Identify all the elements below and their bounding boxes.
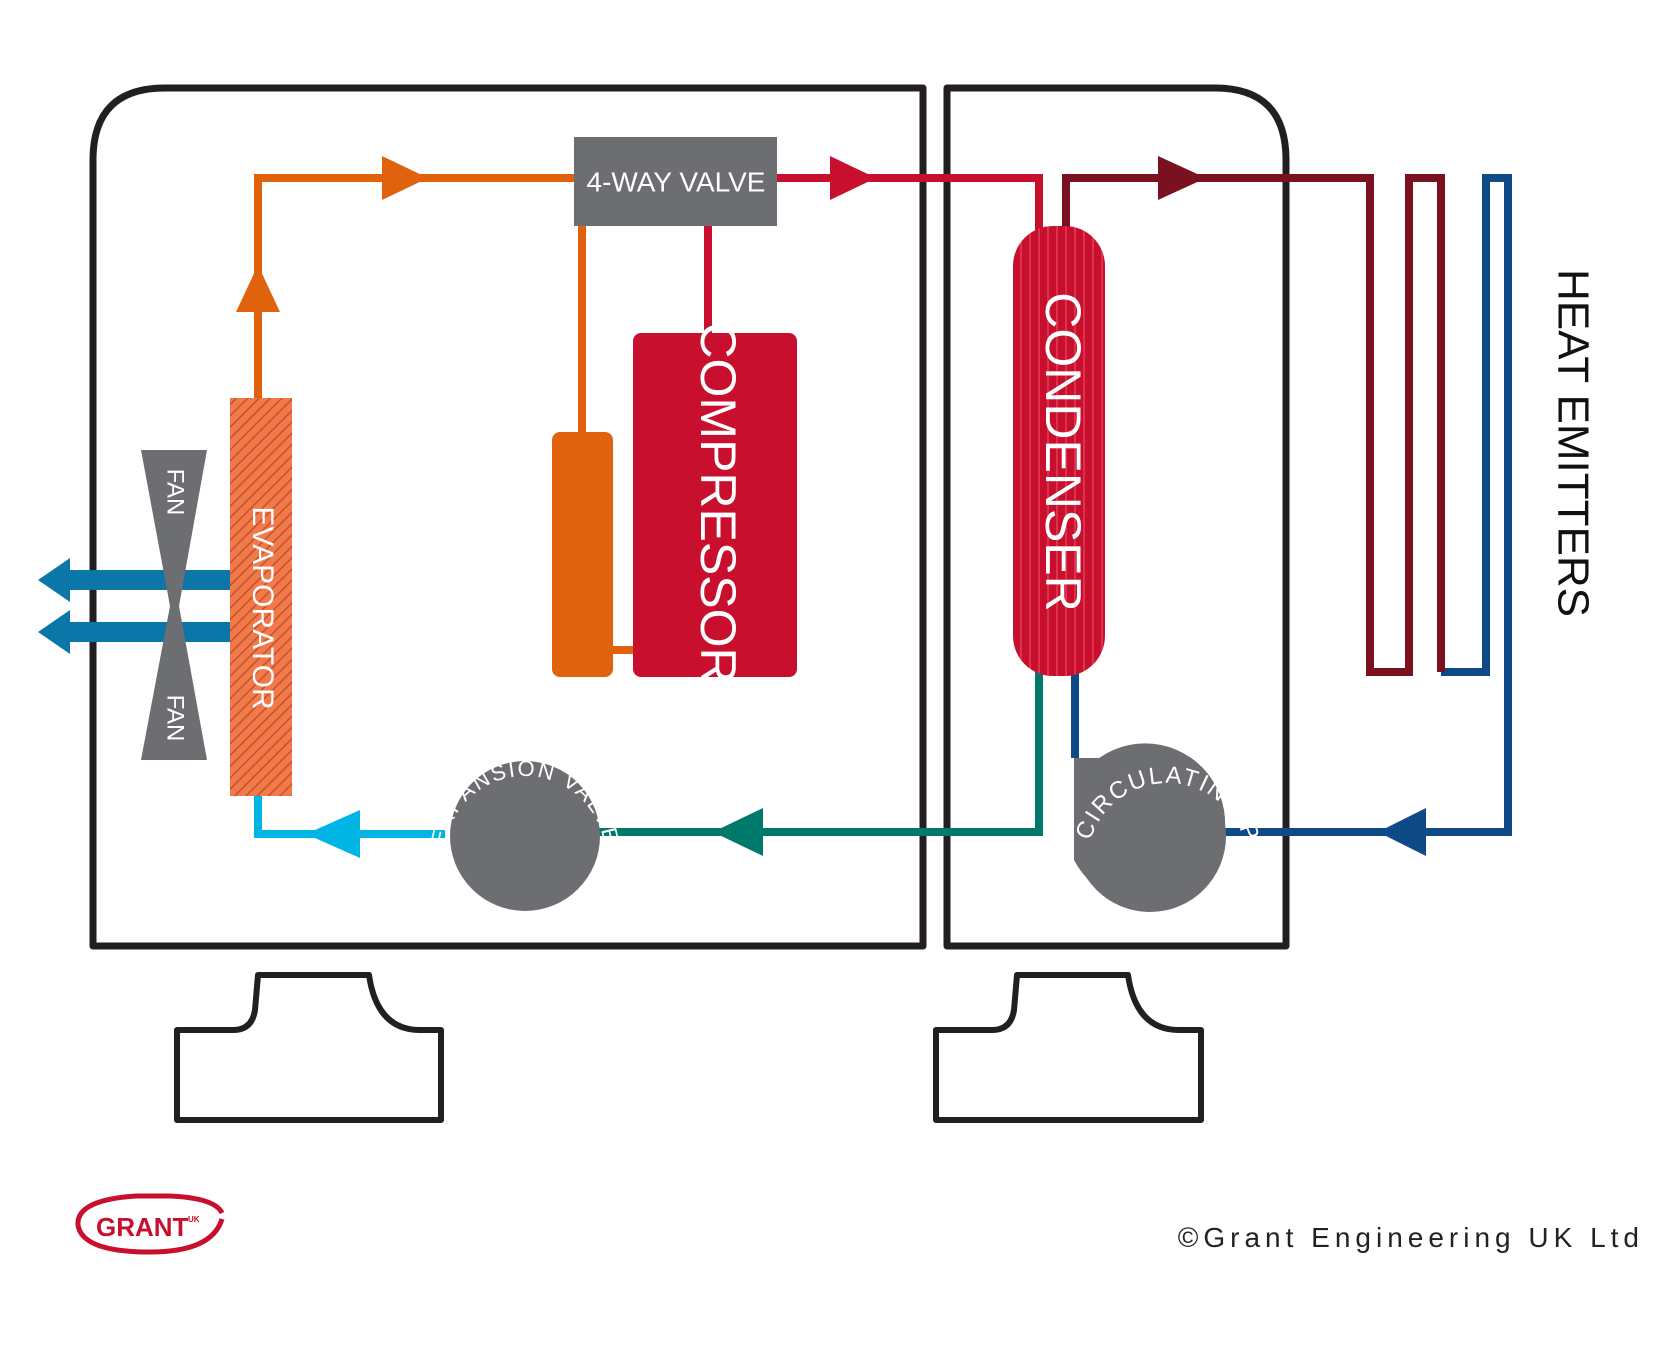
heat-emitters-label: HEAT EMITTERS: [1548, 269, 1597, 617]
arrow-left-icon: [1378, 808, 1426, 856]
compressor-label: COMPRESSOR: [690, 322, 746, 683]
indoor-unit-foot: [933, 972, 1204, 1123]
liquid-line-high: [575, 670, 1043, 836]
accumulator: [552, 432, 613, 677]
emitter-return-pipe: [1222, 174, 1512, 836]
evaporator: [230, 398, 292, 796]
logo-uk: UK: [188, 1215, 200, 1224]
liquid-line-low: [254, 796, 445, 838]
four-way-valve: [574, 137, 777, 226]
four-way-valve-label: 4-WAY VALVE: [587, 166, 766, 197]
fan-top-label: FAN: [162, 469, 189, 516]
grant-logo: GRANT UK: [75, 1193, 225, 1255]
fan-bottom-shape: [141, 606, 207, 760]
fan-bottom-label: FAN: [162, 695, 189, 742]
pump-body: [1074, 760, 1226, 912]
condenser-label: CONDENSER: [1035, 292, 1091, 611]
expansion-valve: [450, 761, 600, 911]
copyright-text: ©Grant Engineering UK Ltd: [1178, 1222, 1644, 1253]
arrow-right-icon: [1158, 156, 1206, 200]
compressor: [633, 333, 797, 677]
indoor-unit-casing: [943, 84, 1290, 950]
suction-pipe: [254, 174, 582, 400]
arrow-right-icon: [830, 156, 876, 200]
logo-text: GRANT: [96, 1212, 189, 1242]
condenser: [1013, 226, 1105, 676]
hot-gas-pipe: [776, 174, 1043, 230]
arrow-up-icon: [236, 265, 280, 312]
air-flow-arrows: [38, 558, 232, 654]
arrow-right-icon: [382, 156, 428, 200]
fan-top-shape: [141, 450, 207, 606]
arrow-left-icon: [713, 808, 763, 856]
outdoor-unit-casing: [89, 84, 927, 950]
evaporator-label: EVAPORATOR: [246, 506, 279, 709]
logo-swoosh: [75, 1193, 225, 1255]
emitter-flow-pipe: [1062, 174, 1445, 676]
outdoor-unit-foot: [174, 972, 444, 1123]
arrow-left-icon: [306, 810, 360, 858]
